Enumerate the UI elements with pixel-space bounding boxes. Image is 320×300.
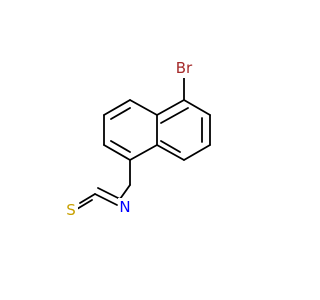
bond bbox=[76, 199, 93, 210]
nitrogen-atom-label: N bbox=[119, 198, 130, 216]
bond bbox=[94, 193, 118, 206]
bond bbox=[156, 99, 185, 116]
bond bbox=[160, 140, 181, 153]
sulfur-label-backdrop bbox=[64, 201, 78, 219]
atom-labels: Br N S bbox=[64, 58, 196, 219]
nitrogen-label-backdrop bbox=[118, 198, 132, 216]
molecule-structure-diagram: Br N S bbox=[64, 58, 211, 219]
sulfur-atom-label: S bbox=[66, 201, 76, 219]
bond bbox=[183, 144, 211, 161]
bond bbox=[110, 140, 131, 153]
bond bbox=[79, 193, 96, 204]
bond bbox=[103, 99, 131, 116]
bond bbox=[110, 107, 131, 120]
bond bbox=[119, 184, 131, 200]
bond-lines bbox=[76, 75, 211, 210]
bromine-label-backdrop bbox=[172, 58, 196, 78]
bond bbox=[156, 144, 185, 161]
bond bbox=[97, 187, 121, 200]
bond bbox=[129, 144, 158, 161]
bond bbox=[129, 99, 158, 116]
bond bbox=[160, 107, 189, 124]
bromine-atom-label: Br bbox=[176, 59, 193, 77]
bond bbox=[103, 144, 131, 161]
bond bbox=[183, 99, 211, 116]
